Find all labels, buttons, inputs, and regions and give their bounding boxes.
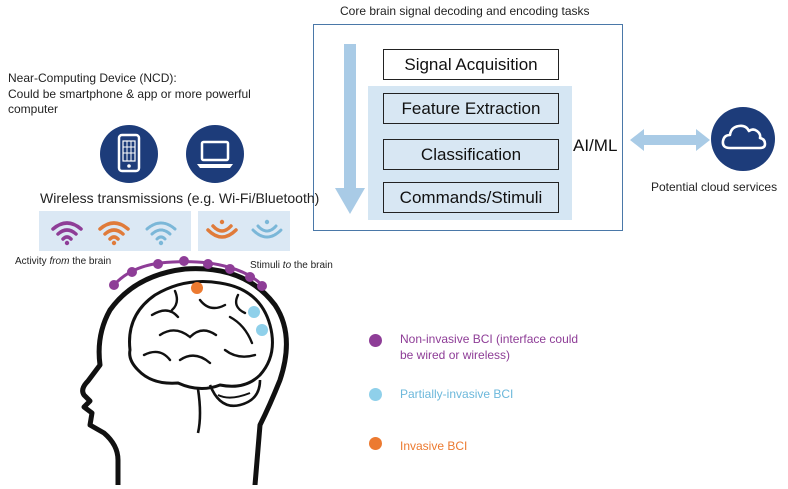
head-brain-icon bbox=[80, 266, 289, 485]
smartphone-device bbox=[100, 125, 158, 183]
classification-box: Classification bbox=[383, 139, 559, 170]
legend-noninvasive-dot bbox=[369, 334, 382, 347]
legend-partial-label: Partially-invasive BCI bbox=[400, 387, 514, 401]
legend-invasive-label: Invasive BCI bbox=[400, 439, 468, 453]
laptop-icon bbox=[197, 140, 233, 168]
flow-down-arrow-icon bbox=[335, 44, 365, 214]
wifi-icon bbox=[145, 221, 177, 246]
ncd-description-cont: computer bbox=[8, 102, 59, 116]
feature-extraction-box: Feature Extraction bbox=[383, 93, 559, 124]
signal-acquisition-box: Signal Acquisition bbox=[383, 49, 559, 80]
invasive-electrode bbox=[191, 282, 203, 294]
cloud-services-label: Potential cloud services bbox=[651, 180, 778, 194]
stimuli-wifi-panel bbox=[198, 211, 290, 251]
wifi-icon bbox=[251, 219, 283, 239]
commands-stimuli-box: Commands/Stimuli bbox=[383, 182, 559, 213]
stimuli-to-brain-label: Stimuli to the brain bbox=[250, 260, 333, 271]
wireless-label: Wireless transmissions (e.g. Wi-Fi/Bluet… bbox=[40, 190, 320, 206]
legend-partial-dot bbox=[369, 388, 382, 401]
ai-ml-label: AI/ML bbox=[573, 136, 618, 155]
core-tasks-title: Core brain signal decoding and encoding … bbox=[340, 4, 590, 18]
cloud-icon bbox=[711, 107, 775, 171]
ncd-title: Near-Computing Device (NCD): bbox=[8, 71, 177, 85]
smartphone-icon bbox=[117, 133, 141, 173]
activity-from-brain-label: Activity from the brain bbox=[15, 256, 112, 267]
ncd-description: Could be smartphone & app or more powerf… bbox=[8, 87, 251, 101]
legend-noninvasive-label: Non-invasive BCI (interface could be wir… bbox=[400, 332, 579, 362]
wifi-icon bbox=[98, 221, 130, 246]
partial-electrode bbox=[256, 324, 268, 336]
bidirectional-arrow-icon bbox=[630, 129, 710, 151]
laptop-device bbox=[186, 125, 244, 183]
legend-invasive-dot bbox=[369, 437, 382, 450]
partial-electrode bbox=[248, 306, 260, 318]
noninvasive-electrode-band bbox=[109, 256, 267, 291]
wifi-icon bbox=[206, 219, 238, 239]
wifi-icon bbox=[51, 221, 83, 246]
